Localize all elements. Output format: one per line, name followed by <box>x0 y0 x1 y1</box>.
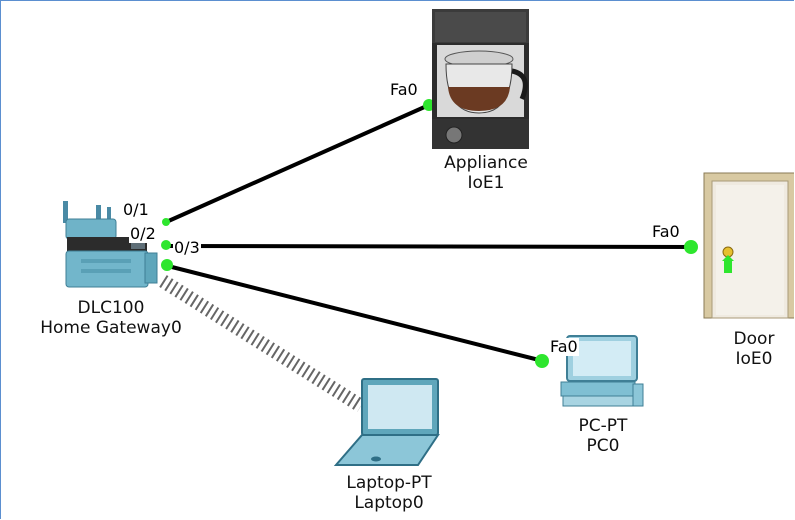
coffee-maker-icon[interactable] <box>432 9 529 149</box>
device-label-appliance: Appliance IoE1 <box>444 153 528 193</box>
wireless-link-gateway-laptop <box>159 275 365 412</box>
device-name-pc: PC0 <box>586 436 620 456</box>
port-light-gateway-0-3 <box>161 259 173 271</box>
desktop-pc-icon[interactable] <box>560 335 644 407</box>
port-light-door <box>684 240 698 254</box>
port-label-gateway-0-3: 0/3 <box>173 238 201 257</box>
door-icon[interactable] <box>703 172 794 319</box>
port-label-gateway-0-1: 0/1 <box>122 200 150 219</box>
device-name-laptop: Laptop0 <box>354 493 424 513</box>
port-light-gateway-0-2 <box>161 240 171 250</box>
device-label-laptop: Laptop-PT Laptop0 <box>346 473 431 513</box>
home-gateway-icon[interactable] <box>63 201 158 288</box>
port-light-gateway-0-1 <box>162 218 170 226</box>
link-gateway-pc[interactable] <box>163 263 544 363</box>
port-label-gateway-0-2: 0/2 <box>129 224 157 243</box>
port-light-pc <box>535 354 549 368</box>
device-model-laptop: Laptop-PT <box>346 473 432 493</box>
device-label-pc: PC-PT PC0 <box>579 416 628 456</box>
device-model-door: Door <box>733 329 775 349</box>
device-name-gateway: Home Gateway0 <box>40 318 182 338</box>
device-label-door: Door IoE0 <box>734 329 775 369</box>
device-model-pc: PC-PT <box>578 416 628 436</box>
device-model-appliance: Appliance <box>444 153 528 173</box>
link-gateway-door[interactable] <box>163 244 695 249</box>
device-label-gateway: DLC100 Home Gateway0 <box>40 298 182 338</box>
device-name-door: IoE0 <box>735 349 773 369</box>
device-name-appliance: IoE1 <box>467 173 505 193</box>
device-model-gateway: DLC100 <box>77 298 145 318</box>
port-label-door-fa0: Fa0 <box>651 222 681 241</box>
link-gateway-appliance[interactable] <box>163 103 430 225</box>
port-label-pc-fa0: Fa0 <box>549 337 579 356</box>
laptop-icon[interactable] <box>333 378 440 466</box>
port-label-appliance-fa0: Fa0 <box>389 80 419 99</box>
